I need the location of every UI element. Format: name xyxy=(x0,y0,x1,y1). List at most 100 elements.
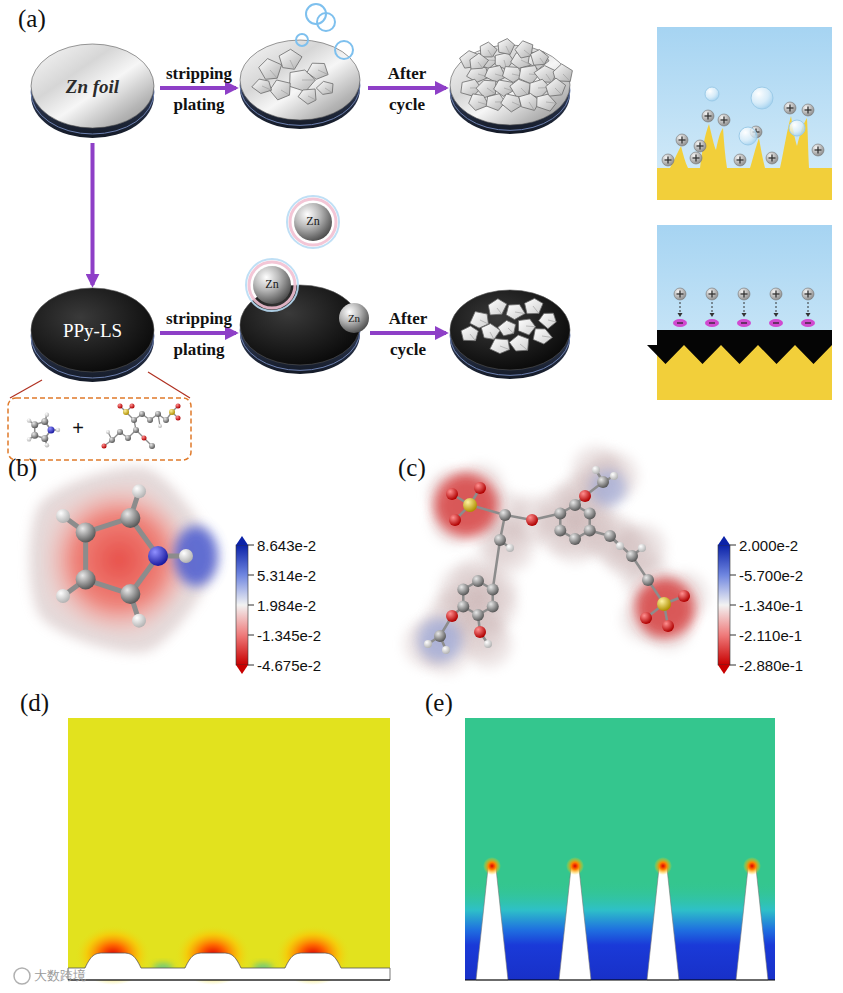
colorbar-value: -5.700e-2 xyxy=(739,568,803,583)
process-arrow xyxy=(160,331,236,335)
minus-sign xyxy=(805,322,811,323)
atom xyxy=(131,417,137,423)
colorbar-tick xyxy=(248,635,254,636)
solvation-halo xyxy=(246,259,298,311)
plus-sign xyxy=(807,107,808,114)
atom xyxy=(56,509,70,523)
esp-surface-patch xyxy=(618,524,666,572)
colorbar-tick xyxy=(248,605,254,606)
atom xyxy=(27,418,31,422)
panel-e xyxy=(465,718,775,980)
plus-label: + xyxy=(72,418,84,438)
zinc-crystal xyxy=(470,53,489,69)
atom xyxy=(449,514,461,526)
zinc-crystal xyxy=(531,50,549,66)
esp-negative-region xyxy=(434,473,498,537)
crystal-facet xyxy=(540,58,544,64)
atom xyxy=(569,499,581,511)
gas-bubble xyxy=(789,120,805,136)
atom xyxy=(149,443,155,449)
atom xyxy=(45,443,49,447)
anion-symbol xyxy=(769,319,783,327)
atom xyxy=(120,584,140,604)
crystal-facet xyxy=(478,62,483,68)
atom xyxy=(118,404,123,409)
crystal-facet xyxy=(290,60,294,69)
zinc-ion-sphere: Zn xyxy=(253,266,291,304)
arrowhead xyxy=(710,313,715,317)
atom xyxy=(41,435,48,442)
atom xyxy=(487,584,499,596)
atom xyxy=(148,546,168,566)
electrolyte-region xyxy=(657,27,832,200)
atom xyxy=(76,522,96,542)
plus-sign xyxy=(775,291,776,298)
colorbar-value: 1.984e-2 xyxy=(257,598,316,613)
crystal-facet xyxy=(270,70,277,78)
plus-sign xyxy=(707,113,708,120)
crystal-facet xyxy=(302,79,315,80)
atom xyxy=(31,421,38,428)
arrow-label: plating xyxy=(173,96,224,113)
atom xyxy=(597,476,609,488)
colorbar-value: 5.314e-2 xyxy=(257,568,316,583)
disk-top xyxy=(31,44,154,128)
zinc-crystal xyxy=(506,304,525,319)
field-hotspot xyxy=(654,857,672,875)
crystal-facet xyxy=(515,312,525,314)
atom xyxy=(662,620,674,632)
panel-letter: (d) xyxy=(20,690,49,715)
disk-top xyxy=(450,290,570,370)
atom xyxy=(133,427,139,433)
colorbar-tick xyxy=(248,545,254,546)
colorbar-tick xyxy=(730,665,736,666)
panel-d xyxy=(68,718,390,985)
cation-symbol xyxy=(702,110,714,122)
atom xyxy=(446,610,458,622)
zinc-crystal xyxy=(307,63,328,79)
solvation-halo xyxy=(249,262,295,308)
zinc-crystal xyxy=(480,42,497,57)
zinc-crystal xyxy=(498,320,516,335)
process-arrow xyxy=(91,143,95,285)
esp-positive-region xyxy=(174,526,218,586)
zinc-crystal xyxy=(498,39,515,55)
atom xyxy=(56,589,70,603)
crystal-facet xyxy=(548,320,556,322)
atom xyxy=(179,549,193,563)
atom xyxy=(487,601,499,613)
atom xyxy=(125,435,131,441)
crystal-facet xyxy=(488,50,492,57)
plus-sign xyxy=(711,291,712,298)
atom xyxy=(457,601,469,613)
minus-sign xyxy=(677,322,683,323)
atom xyxy=(169,409,175,415)
dashed-arrow xyxy=(680,302,681,314)
gas-bubble xyxy=(296,34,308,46)
disk-top xyxy=(450,45,570,125)
leader-line xyxy=(148,372,190,398)
atom xyxy=(147,417,153,423)
atom xyxy=(132,484,146,498)
watermark-logo xyxy=(14,968,30,984)
field-hotspot xyxy=(566,857,584,875)
crystal-facet xyxy=(524,50,531,56)
zinc-sphere xyxy=(339,303,369,333)
atom xyxy=(626,550,638,562)
atom xyxy=(526,514,538,526)
colorbar-tick xyxy=(730,545,736,546)
zinc-crystal xyxy=(316,81,333,94)
process-arrow xyxy=(160,86,236,90)
zinc-sphere xyxy=(294,203,332,241)
atom xyxy=(123,409,129,415)
panel-letter: (b) xyxy=(8,455,37,480)
gas-bubble xyxy=(317,13,335,31)
ppy-ls-spike xyxy=(476,864,508,980)
crystal-facet xyxy=(555,88,562,95)
atom xyxy=(117,429,123,435)
dashed-arrow xyxy=(808,302,809,314)
chemical-bond xyxy=(493,540,500,590)
gas-bubble xyxy=(751,87,773,109)
